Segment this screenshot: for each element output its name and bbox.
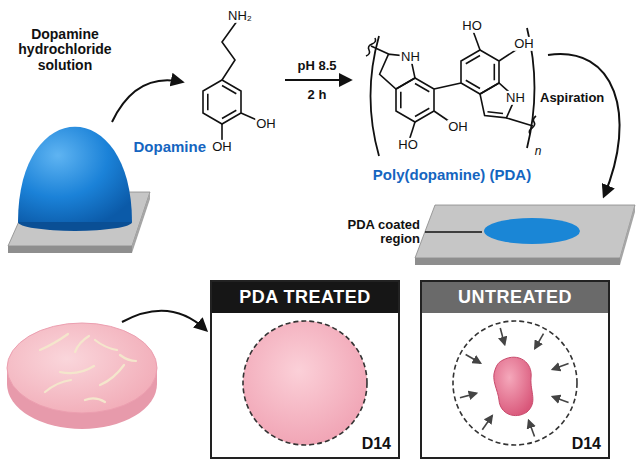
leader-line — [425, 231, 482, 232]
contraction-arrow — [460, 393, 476, 397]
atom-label: OH — [211, 140, 233, 154]
double-bond — [222, 110, 236, 118]
slide-top — [415, 205, 635, 258]
annotation-label: Poly(dopamine) (PDA) — [373, 167, 531, 184]
double-bond — [222, 86, 236, 94]
double-bond — [466, 80, 480, 88]
atom-label: HO — [461, 19, 483, 33]
annotation-label: PDA coated region — [325, 218, 420, 247]
well-outline — [243, 321, 367, 445]
panel-heading: PDA TREATED — [212, 282, 398, 313]
annotation-label: pH 8.5 — [297, 59, 336, 73]
atom-label: OH — [513, 37, 535, 51]
atom-label: NH — [400, 49, 421, 63]
benzene-ring — [461, 50, 499, 94]
gel-disc — [7, 323, 157, 413]
reaction-arrow — [285, 79, 350, 81]
slide-edge — [8, 246, 132, 253]
double-bond — [493, 64, 495, 81]
transfer-arrow — [122, 311, 206, 330]
contraction-arrow — [535, 334, 544, 349]
annotation-label: Dopamine — [133, 139, 206, 156]
bracket — [371, 36, 380, 156]
benzene-ring — [203, 80, 241, 124]
slide-edge — [415, 258, 620, 265]
day-label: D14 — [572, 435, 601, 453]
gel-spread — [243, 321, 367, 445]
slide-edge — [132, 192, 150, 253]
atom-label: OH — [255, 117, 277, 131]
panel-heading: UNTREATED — [422, 282, 608, 313]
droplet — [18, 127, 132, 222]
pda-coated-region — [484, 218, 580, 244]
double-bond — [207, 94, 209, 111]
atom-label: NH₂ — [227, 9, 253, 23]
slide-edge — [620, 205, 635, 265]
annotation-label: Dopamine hydrochloride solution — [6, 27, 124, 73]
day-label: D14 — [362, 435, 391, 453]
bond — [434, 83, 461, 89]
double-bond — [466, 56, 480, 64]
result-panel: PDA TREATED D14 — [210, 280, 400, 459]
well-outline — [453, 321, 577, 445]
contraction-arrow — [529, 421, 535, 437]
cell-fibers — [40, 334, 136, 402]
annotation-label: 2 h — [308, 88, 327, 102]
contraction-arrow — [500, 328, 504, 344]
atom-label: n — [534, 145, 543, 158]
contraction-arrow — [482, 416, 492, 430]
contracted-gel — [494, 357, 533, 415]
aspiration-arrow — [548, 54, 620, 196]
side-chain — [222, 17, 240, 80]
double-bond — [488, 112, 504, 114]
atom-label: NH — [505, 91, 526, 105]
double-bond — [415, 84, 429, 92]
atom-label: HO — [397, 138, 419, 152]
annotation-label: Aspiration — [540, 91, 604, 105]
contraction-arrows — [460, 328, 569, 437]
result-panel: UNTREATED D14 — [420, 280, 610, 459]
double-bond — [415, 108, 429, 116]
contraction-arrow — [553, 397, 569, 403]
contraction-arrow — [553, 364, 569, 370]
polymer-bond — [506, 118, 533, 126]
polymer-bond — [371, 46, 389, 54]
atom-label: OH — [447, 120, 469, 134]
double-bond — [400, 92, 402, 109]
glass-slide — [415, 205, 635, 265]
benzene-ring — [396, 78, 434, 122]
pda-structure — [366, 28, 536, 156]
transfer-arrow — [112, 80, 182, 122]
contraction-arrow — [466, 355, 481, 364]
